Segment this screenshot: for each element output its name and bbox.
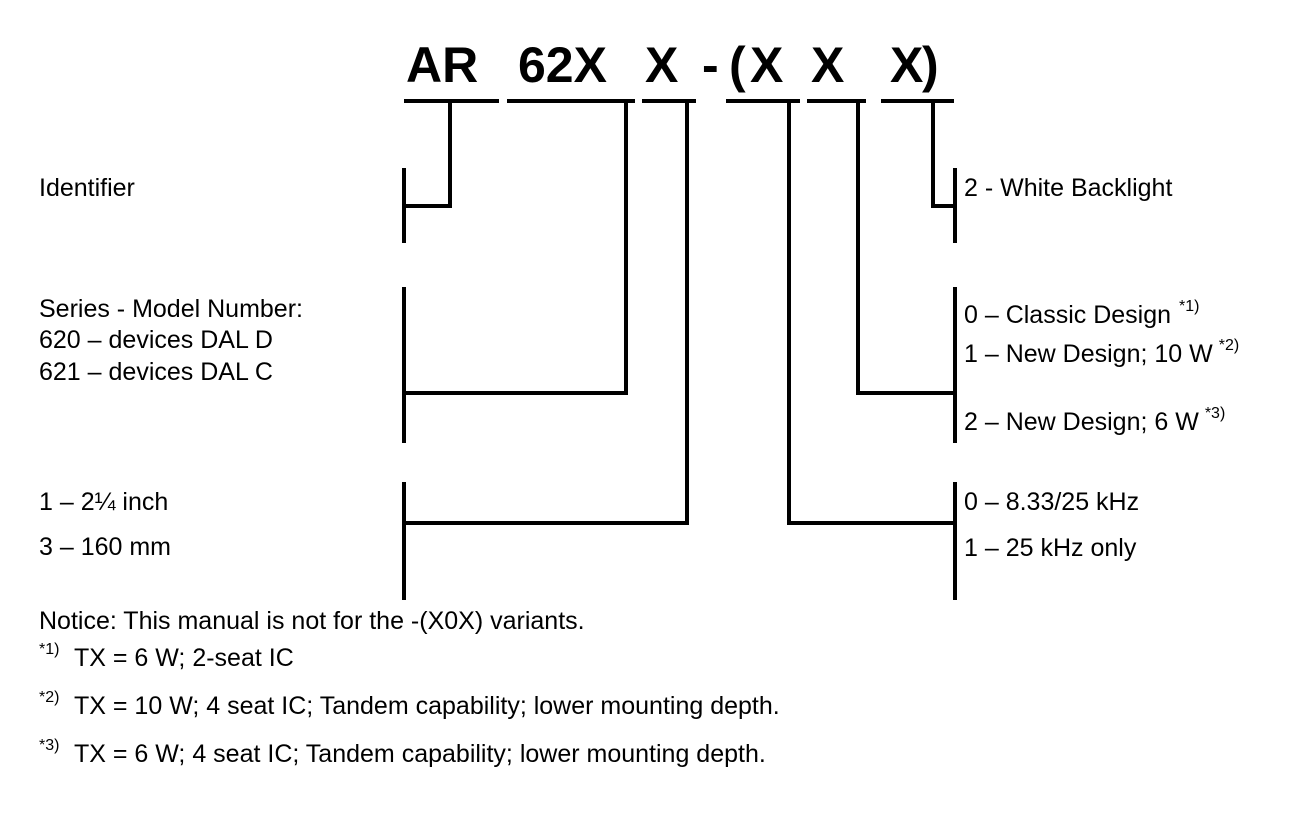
code-paren-open: (: [729, 37, 746, 93]
code-ar: AR: [406, 37, 478, 93]
right-labels: 2 - White Backlight 0 – Classic Design*1…: [964, 174, 1239, 562]
connector-series: [404, 103, 628, 395]
label-spacing-1: 1 – 25 kHz only: [964, 534, 1137, 562]
note3-text: TX = 6 W; 4 seat IC; Tandem capability; …: [74, 740, 766, 768]
label-size-3: 3 – 160 mm: [39, 533, 171, 561]
connector-identifier: [404, 103, 452, 208]
label-size-1: 1 – 2¼ inch: [39, 488, 168, 516]
label-spacing-0: 0 – 8.33/25 kHz: [964, 488, 1139, 516]
connector-size: [404, 103, 689, 525]
connector-lines: [402, 103, 957, 600]
note3-mark: *3): [39, 737, 59, 754]
note1-mark: *1): [39, 641, 59, 658]
connector-design: [856, 103, 955, 395]
label-series-title: Series - Model Number:: [39, 295, 303, 323]
code-dash: -: [702, 37, 719, 93]
part-number-code: AR 62X X - ( X X X ): [406, 37, 939, 93]
note2-text: TX = 10 W; 4 seat IC; Tandem capability;…: [74, 692, 780, 720]
label-design-2: 2 – New Design; 6 W*3): [964, 405, 1225, 436]
footnote-ref-3: *3): [1205, 405, 1225, 422]
label-series-621: 621 – devices DAL C: [39, 358, 273, 386]
footnote-ref-2: *2): [1219, 337, 1239, 354]
code-design: X: [750, 37, 783, 93]
code-series: 62X: [518, 37, 607, 93]
code-backlight: X: [890, 37, 923, 93]
connector-backlight: [931, 103, 955, 208]
label-identifier: Identifier: [39, 174, 135, 202]
connector-spacing: [787, 103, 955, 525]
label-series-620: 620 – devices DAL D: [39, 326, 273, 354]
label-design-0: 0 – Classic Design*1): [964, 298, 1199, 329]
note2-mark: *2): [39, 689, 59, 706]
label-design-1: 1 – New Design; 10 W*2): [964, 337, 1239, 368]
notice-text: Notice: This manual is not for the -(X0X…: [39, 607, 585, 635]
label-backlight-2: 2 - White Backlight: [964, 174, 1172, 202]
left-labels: Identifier Series - Model Number: 620 – …: [39, 174, 303, 561]
footnotes: Notice: This manual is not for the -(X0X…: [39, 607, 780, 768]
code-spacing: X: [811, 37, 844, 93]
footnote-ref-1: *1): [1179, 298, 1199, 315]
code-paren-close: ): [922, 37, 939, 93]
code-size: X: [645, 37, 678, 93]
note1-text: TX = 6 W; 2-seat IC: [74, 644, 294, 672]
